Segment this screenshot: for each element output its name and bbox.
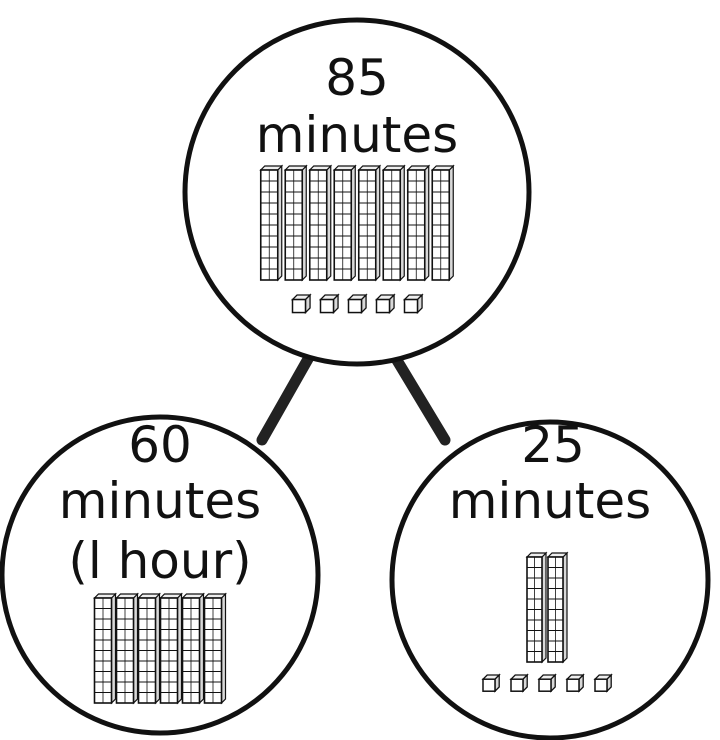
right-part-blocks (481, 551, 613, 693)
tens-rod (137, 592, 161, 705)
tens-rod (203, 592, 227, 705)
ones-cube (509, 673, 529, 693)
right-part-unit: minutes (449, 472, 651, 530)
ones-cube (374, 293, 396, 315)
left-part-circle: 60 minutes (l hour) (0, 414, 321, 736)
ones-cube (537, 673, 557, 693)
tens-rod (525, 551, 548, 664)
left-part-blocks (93, 592, 227, 705)
tens-rod (259, 164, 284, 282)
ones-cube (402, 293, 424, 315)
whole-unit: minutes (256, 106, 458, 164)
tens-rod (115, 592, 139, 705)
tens-rod (181, 592, 205, 705)
ones-cube (318, 293, 340, 315)
left-part-note: (l hour) (68, 532, 251, 590)
ones-cube (346, 293, 368, 315)
ones-cube (593, 673, 613, 693)
whole-circle: 85 minutes (182, 17, 532, 367)
whole-value: 85 (325, 49, 389, 107)
left-part-value: 60 (128, 416, 192, 474)
tens-rod (381, 164, 406, 282)
tens-rod (430, 164, 455, 282)
left-part-unit: minutes (59, 472, 261, 530)
tens-rod (93, 592, 117, 705)
connector-left (256, 346, 318, 446)
tens-rod (546, 551, 569, 664)
tens-rod (308, 164, 333, 282)
ones-cube (481, 673, 501, 693)
whole-blocks (259, 164, 455, 315)
right-part-value: 25 (521, 416, 585, 474)
tens-rod (283, 164, 308, 282)
right-part-circle: 25 minutes (389, 416, 711, 740)
tens-rod (332, 164, 357, 282)
ones-cube (565, 673, 585, 693)
tens-rod (357, 164, 382, 282)
tens-rod (159, 592, 183, 705)
connector-right (386, 346, 451, 446)
ones-cube (290, 293, 312, 315)
tens-rod (406, 164, 431, 282)
